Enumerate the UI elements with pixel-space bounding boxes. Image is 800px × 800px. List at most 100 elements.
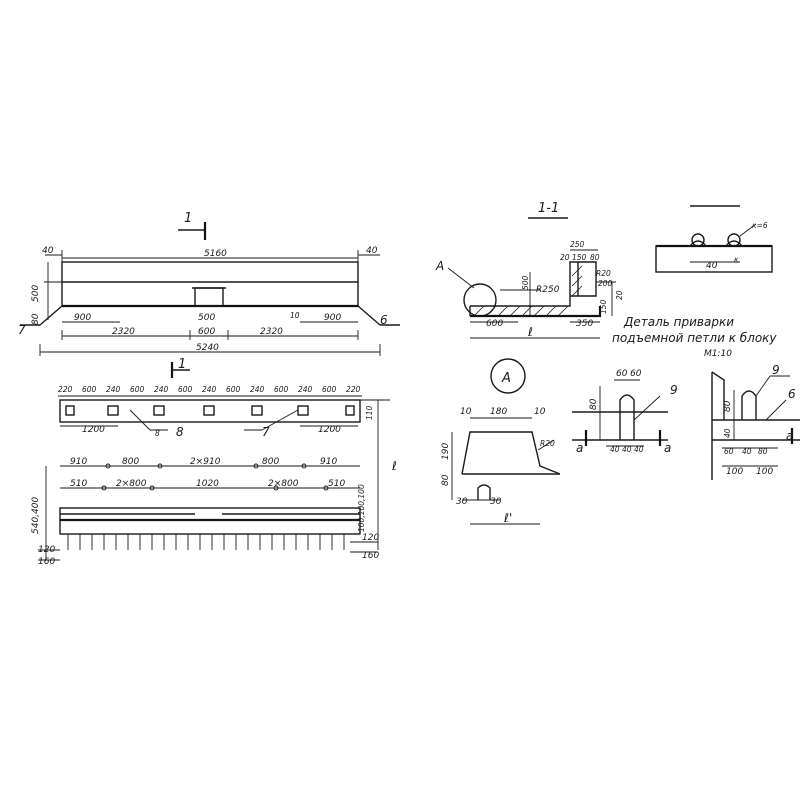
svg-text:600: 600 xyxy=(274,385,289,394)
svg-text:10: 10 xyxy=(460,407,472,417)
bottom-teeth xyxy=(67,534,345,550)
section-mark-top: 1 xyxy=(178,211,207,240)
plan-view: 220 600 240 600 240 600 240 600 240 600 … xyxy=(31,385,397,567)
svg-text:240: 240 xyxy=(298,385,313,394)
callout-6b: 6 xyxy=(788,387,796,401)
callout-7-loop: 9 xyxy=(670,383,678,397)
svg-text:40: 40 xyxy=(634,445,644,454)
svg-text:80: 80 xyxy=(723,400,733,412)
dim-overall-top: 5160 xyxy=(204,249,227,259)
svg-text:600: 600 xyxy=(322,385,337,394)
weld-caption-1: Деталь приварки xyxy=(623,315,734,329)
svg-text:а: а xyxy=(576,441,583,455)
svg-text:ℓ: ℓ xyxy=(527,325,533,339)
front-view: 40 5160 40 7 6 500 80 900 900 10 500 xyxy=(18,246,400,356)
svg-text:60: 60 xyxy=(630,369,642,379)
dim-right-stack: 100,100,100 xyxy=(357,484,366,532)
dim-2320-right: 2320 xyxy=(260,327,283,337)
svg-text:150: 150 xyxy=(599,299,608,314)
dim-250: 250 xyxy=(570,240,585,249)
svg-text:190: 190 xyxy=(441,443,451,460)
svg-text:240: 240 xyxy=(250,385,265,394)
callout-9: 9 xyxy=(772,363,780,377)
callout-detail-A: А xyxy=(435,259,444,273)
svg-text:600: 600 xyxy=(130,385,145,394)
dim-height-80: 80 xyxy=(31,313,41,325)
svg-text:40: 40 xyxy=(610,445,620,454)
weld-detail: к=6 к 40 Деталь приварки подъемной петли… xyxy=(612,205,777,359)
dim-center-500: 500 xyxy=(198,313,215,323)
svg-text:910: 910 xyxy=(320,457,337,467)
svg-text:600: 600 xyxy=(82,385,97,394)
section-1-1: 1-1 А R250 250 20 150 80 xyxy=(435,201,624,339)
callout-8: 8 xyxy=(176,425,184,439)
svg-text:к: к xyxy=(734,255,739,264)
dim-right-160: 160 xyxy=(362,551,379,561)
svg-text:240: 240 xyxy=(106,385,121,394)
dim-bottom-120: 120 xyxy=(38,545,55,555)
svg-text:а: а xyxy=(786,429,793,443)
callout-7b: 7 xyxy=(262,425,270,439)
svg-text:600: 600 xyxy=(486,319,503,329)
svg-text:8: 8 xyxy=(155,429,160,438)
svg-text:80: 80 xyxy=(441,474,451,486)
detail-A-label: А xyxy=(501,371,511,386)
dim-k6: к=6 xyxy=(752,221,768,230)
svg-text:800: 800 xyxy=(262,457,279,467)
svg-text:510: 510 xyxy=(70,479,87,489)
dim-mark-10: 10 xyxy=(290,311,300,320)
svg-text:1020: 1020 xyxy=(196,479,219,489)
svg-text:910: 910 xyxy=(70,457,87,467)
svg-text:40: 40 xyxy=(742,447,752,456)
section-mark-bottom-label: 1 xyxy=(178,357,186,372)
svg-text:80: 80 xyxy=(590,253,600,262)
svg-text:60: 60 xyxy=(724,447,734,456)
svg-text:40: 40 xyxy=(622,445,632,454)
svg-text:30: 30 xyxy=(456,497,468,507)
svg-text:80: 80 xyxy=(758,447,768,456)
dim-r250: R250 xyxy=(536,285,560,295)
dim-length-l: ℓ xyxy=(391,459,397,473)
svg-text:2×800: 2×800 xyxy=(116,479,147,489)
svg-text:240: 240 xyxy=(202,385,217,394)
dim-left-end: 40 xyxy=(42,246,54,256)
svg-text:а: а xyxy=(664,441,671,455)
dim-1200-left: 1200 xyxy=(82,425,105,435)
weld-caption-2: подъемной петли к блоку xyxy=(612,331,777,345)
svg-text:500: 500 xyxy=(521,275,530,290)
svg-text:2×800: 2×800 xyxy=(268,479,299,489)
dim-900-left: 900 xyxy=(74,313,91,323)
svg-text:150: 150 xyxy=(572,253,587,262)
svg-text:100: 100 xyxy=(726,467,743,477)
dim-overall-bottom: 5240 xyxy=(196,343,219,353)
dim-left-stack: 540,400 xyxy=(31,497,41,534)
section-mark-bottom: 1 xyxy=(170,357,190,378)
loop-9-detail: 9 6 80 40 а 60 40 80 100 100 xyxy=(711,363,800,480)
svg-text:800: 800 xyxy=(122,457,139,467)
svg-text:60: 60 xyxy=(616,369,628,379)
svg-text:200: 200 xyxy=(598,279,613,288)
dim-900-right: 900 xyxy=(324,313,341,323)
svg-text:220: 220 xyxy=(58,385,73,394)
dim-height-110: 110 xyxy=(365,405,374,420)
svg-text:20: 20 xyxy=(560,253,570,262)
loop-7-detail: 60 60 80 9 а а 40 40 40 xyxy=(572,369,678,455)
svg-text:40: 40 xyxy=(723,428,732,438)
dim-1200-right: 1200 xyxy=(318,425,341,435)
svg-text:600: 600 xyxy=(226,385,241,394)
section-mark-top-label: 1 xyxy=(184,211,192,226)
svg-text:80: 80 xyxy=(589,398,599,410)
svg-text:180: 180 xyxy=(490,407,507,417)
svg-text:ℓ': ℓ' xyxy=(503,511,512,525)
section-title: 1-1 xyxy=(538,201,559,216)
dim-right-120: 120 xyxy=(362,533,379,543)
svg-text:10: 10 xyxy=(534,407,546,417)
svg-text:240: 240 xyxy=(154,385,169,394)
svg-text:30: 30 xyxy=(490,497,502,507)
dim-bottom-160: 160 xyxy=(38,557,55,567)
detail-A: А 10 180 10 R20 190 80 30 30 ℓ' xyxy=(441,358,561,525)
callout-7: 7 xyxy=(18,323,26,337)
hatching xyxy=(473,265,583,317)
dim-height-500: 500 xyxy=(31,285,41,302)
